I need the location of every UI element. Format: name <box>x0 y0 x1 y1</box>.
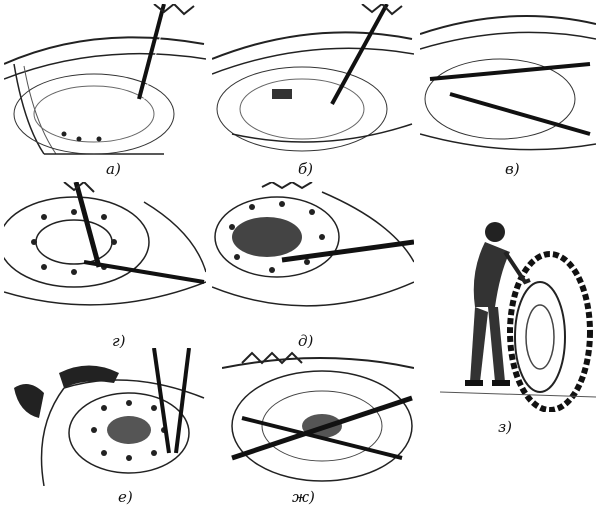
panel-a-drawing <box>4 4 206 155</box>
caption-d: д) <box>298 332 314 350</box>
panel-g <box>4 182 206 330</box>
panel-b <box>212 4 414 160</box>
panel-d <box>212 182 414 330</box>
panel-d-drawing <box>212 182 414 307</box>
panel-e-drawing <box>14 348 205 486</box>
caption-z: з) <box>498 418 513 436</box>
panel-b-drawing <box>212 4 414 152</box>
panel-e <box>4 348 210 486</box>
caption-e: е) <box>118 488 133 506</box>
caption-a: а) <box>106 160 121 178</box>
caption-zh: ж) <box>292 488 315 506</box>
panel-g-drawing <box>4 182 206 306</box>
caption-v: в) <box>505 160 520 178</box>
panel-v-drawing <box>420 15 596 151</box>
panel-z-drawing <box>440 222 596 412</box>
panel-zh <box>222 348 414 486</box>
caption-b: б) <box>298 160 314 178</box>
panel-a <box>4 4 206 160</box>
panel-v <box>420 4 596 160</box>
panel-zh-drawing <box>222 351 414 482</box>
caption-g: г) <box>112 332 126 350</box>
panel-z <box>440 212 596 412</box>
